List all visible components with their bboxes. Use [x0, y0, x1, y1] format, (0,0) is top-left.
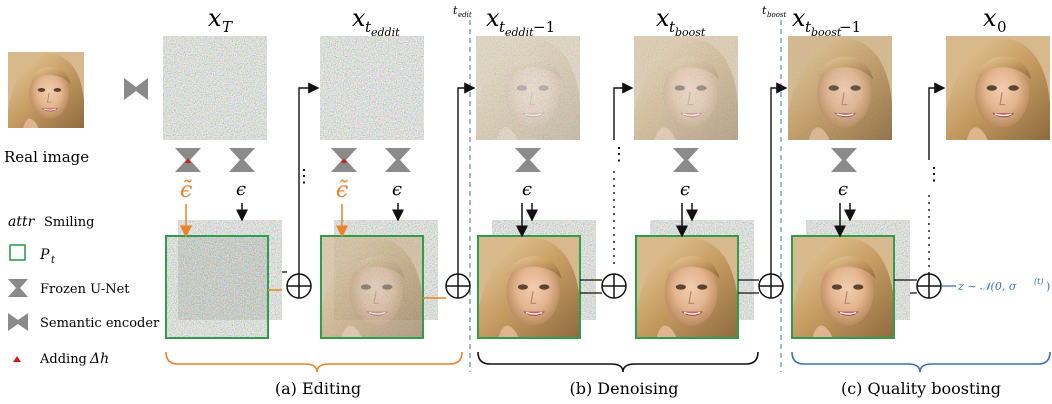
- section-label-quality-boosting: (c) Quality boosting: [841, 379, 1001, 398]
- frozen-unet-icon: [673, 148, 699, 172]
- frozen-unet-icon: [515, 148, 541, 172]
- svg-text:eddit: eddit: [371, 26, 400, 39]
- svg-text:t: t: [762, 4, 767, 17]
- noise-formula: z ∼ 𝒩(0, σ (t) ): [957, 277, 1050, 293]
- svg-text:(t): (t): [1034, 277, 1043, 286]
- legend-semantic-encoder-text: Semantic encoder: [40, 316, 160, 331]
- svg-text:t: t: [365, 18, 372, 36]
- svg-text:t: t: [805, 18, 812, 36]
- pt-boost-image: [791, 235, 895, 339]
- legend-semantic-encoder-icon: [8, 313, 28, 331]
- connector: [738, 279, 759, 294]
- svg-text:−1: −1: [839, 18, 861, 36]
- update-arrow: [298, 82, 320, 274]
- pt-denoise-image: [635, 235, 739, 339]
- svg-text:P: P: [39, 247, 50, 263]
- svg-text:boost: boost: [811, 26, 842, 39]
- image-x-tboost-minus-1: [788, 36, 892, 140]
- delta-h-marker-icon: [341, 158, 347, 163]
- svg-text:boost: boost: [767, 11, 787, 19]
- connector: [580, 279, 602, 294]
- legend-frozen-unet-icon: [8, 279, 28, 297]
- frozen-unet-icon: [229, 148, 255, 172]
- semantic-encoder-icon: [124, 78, 148, 100]
- svg-text:z ∼ 𝒩(0, σ: z ∼ 𝒩(0, σ: [957, 280, 1017, 293]
- pt-edit-image: [320, 235, 424, 339]
- update-arrow: [928, 82, 946, 160]
- t-boost-label: t boost: [762, 4, 787, 19]
- legend-attr-text: Smiling: [44, 215, 94, 230]
- legend-frozen-unet-text: Frozen U-Net: [40, 282, 130, 297]
- section-label-denoising: (b) Denoising: [569, 379, 678, 398]
- image-xT-noise: [163, 36, 267, 140]
- legend-delta-h-symbol: Δh: [89, 351, 109, 367]
- column-header-xT: x T: [208, 4, 233, 36]
- svg-text:eddit: eddit: [505, 26, 534, 39]
- svg-text:boost: boost: [675, 26, 706, 39]
- editing-brace: [165, 351, 463, 373]
- svg-text:x: x: [486, 4, 500, 32]
- ellipsis-icon: ⋮: [295, 166, 313, 187]
- update-arrow: [770, 82, 788, 274]
- legend: attr Smiling P t Frozen U-Net Semantic e…: [8, 214, 160, 367]
- legend-pt-swatch: [9, 244, 26, 261]
- svg-text:x: x: [352, 4, 366, 32]
- image-x0: [946, 36, 1050, 140]
- svg-text:t: t: [499, 18, 506, 36]
- sum-node-icon: [445, 273, 471, 299]
- t-edit-label: t edit: [453, 4, 472, 19]
- column-header-x-tboost: x t boost: [656, 4, 706, 39]
- column-header-x-tboost-minus-1: x t boost −1: [792, 4, 861, 39]
- legend-adding-text: Adding: [39, 352, 87, 367]
- sum-node-icon: [758, 273, 784, 299]
- image-x-teddit-minus-1: [476, 36, 580, 140]
- svg-text:): ): [1046, 280, 1050, 293]
- epsilon-label: ϵ: [522, 179, 532, 200]
- denoising-brace: [477, 351, 759, 373]
- epsilon-label: ϵ: [838, 179, 848, 200]
- column-header-x-teddit-minus-1: x t eddit −1: [486, 4, 555, 39]
- section-label-editing: (a) Editing: [275, 379, 361, 398]
- svg-text:x: x: [983, 4, 997, 32]
- pt-denoise-image: [477, 235, 581, 339]
- legend-delta-h-icon: [13, 356, 21, 362]
- column-header-x-teddit: x t eddit: [352, 4, 400, 39]
- ellipsis-icon: ⋮: [925, 164, 943, 185]
- frozen-unet-icon: [831, 148, 857, 172]
- svg-text:−1: −1: [533, 18, 555, 36]
- epsilon-tilde-label: ϵ̃: [336, 178, 348, 203]
- col-var: x: [208, 4, 222, 32]
- real-image: [8, 51, 84, 129]
- pt-edit-image: [165, 235, 269, 339]
- legend-attr-symbol: attr: [8, 214, 36, 230]
- svg-text:edit: edit: [458, 11, 472, 19]
- epsilon-label: ϵ: [680, 179, 690, 200]
- epsilon-label: ϵ: [392, 179, 402, 200]
- svg-text:t: t: [669, 18, 676, 36]
- update-arrow: [457, 82, 476, 274]
- column-header-x0: x 0: [983, 4, 1007, 36]
- image-x-tboost: [634, 36, 738, 140]
- col-sub: T: [222, 18, 233, 36]
- sum-node-icon: [601, 273, 627, 299]
- connector: [894, 279, 917, 294]
- sum-node-icon: [286, 273, 312, 299]
- svg-text:x: x: [656, 4, 670, 32]
- svg-text:x: x: [792, 4, 806, 32]
- epsilon-label: ϵ: [236, 179, 246, 200]
- real-image-label: Real image: [4, 148, 89, 166]
- ellipsis-icon: ⋮: [610, 144, 628, 165]
- image-x-teddit-noise: [320, 36, 424, 140]
- frozen-unet-icon: [385, 148, 411, 172]
- epsilon-tilde-label: ϵ̃: [180, 178, 192, 203]
- svg-text:0: 0: [997, 18, 1007, 36]
- quality-boosting-brace: [791, 351, 1051, 373]
- delta-h-marker-icon: [185, 158, 191, 163]
- update-arrow: [613, 82, 634, 140]
- sum-node-icon: [916, 273, 942, 299]
- svg-text:t: t: [453, 4, 458, 17]
- svg-text:t: t: [51, 255, 56, 266]
